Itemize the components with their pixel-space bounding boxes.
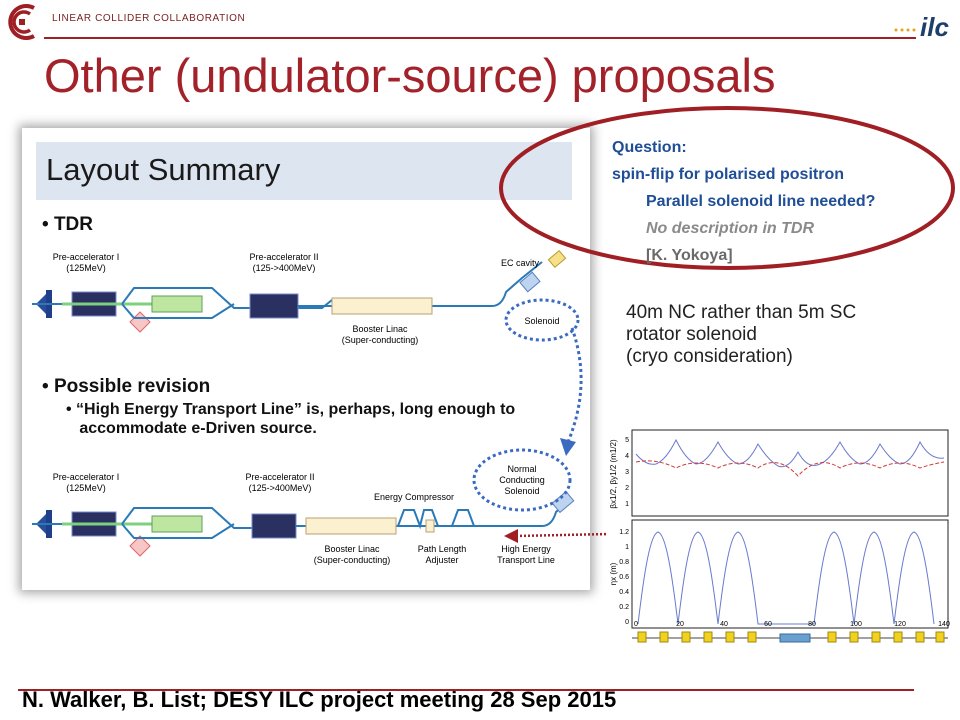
eta-y-tick-label: 0.4: [619, 589, 629, 596]
red-arrow-icon: [504, 529, 611, 543]
sub-bullet-line-1: “High Energy Transport Line” is, perhaps…: [76, 401, 516, 418]
nc-note-line-1: 40m NC rather than 5m SC: [626, 302, 857, 323]
rev-booster-line-2: (Super-conducting): [314, 555, 391, 565]
footer-citation: N. Walker, B. List; DESY ILC project mee…: [22, 687, 617, 712]
rev-hetl-line-2: Transport Line: [497, 555, 555, 565]
ilc-logo-text: ilc: [920, 12, 949, 42]
tdr-layout-diagram: Pre-accelerator I (125MeV) Pre-accelerat…: [32, 249, 580, 345]
eta-y-tick-label: 1: [625, 544, 629, 551]
bullet-revision: • Possible revision: [42, 376, 211, 397]
bullet-tdr: • TDR: [42, 214, 93, 235]
x-tick-label: 40: [720, 621, 728, 628]
organization-name: LINEAR COLLIDER COLLABORATION: [52, 13, 246, 24]
rev-pre2-line-1: Pre-accelerator II: [245, 472, 314, 482]
tdr-pre2-line-2: (125->400MeV): [253, 263, 316, 273]
question-line-4: No description in TDR: [646, 220, 814, 237]
tdr-solenoid: Solenoid: [524, 316, 559, 326]
beta-ylabel: βx1/2, βy1/2 (m1/2): [609, 439, 618, 509]
x-tick-label: 140: [938, 621, 950, 628]
bullet-revision-text: Possible revision: [53, 376, 211, 397]
eta-y-tick-labels: 0 0.2 0.4 0.6 0.8 1 1.2: [619, 529, 629, 626]
tdr-pre2-line-1: Pre-accelerator II: [249, 252, 318, 262]
nc-solenoid-note: 40m NC rather than 5m SC rotator solenoi…: [626, 302, 856, 368]
rev-pre1-line-1: Pre-accelerator I: [53, 472, 120, 482]
bullet-tdr-text: TDR: [53, 214, 93, 235]
header-rule: [44, 37, 916, 39]
page-title: Other (undulator-source) proposals: [44, 49, 776, 102]
x-tick-label: 100: [850, 621, 862, 628]
lc-logo-icon: [8, 4, 35, 40]
beta-y-tick-label: 2: [625, 485, 629, 492]
question-line-1: Question:: [612, 139, 687, 156]
embedded-slide: Layout Summary • TDR • Possible revision…: [22, 128, 590, 590]
ilc-logo-icon: ilc: [894, 12, 949, 42]
beta-y-curve: [635, 460, 945, 477]
x-tick-label: 20: [676, 621, 684, 628]
rev-hetl-line-1: High Energy: [501, 544, 551, 554]
tdr-pre1-line-2: (125MeV): [66, 263, 106, 273]
x-tick-labels: 0 20 40 60 80 100 120 140: [634, 621, 950, 628]
nc-note-line-2: rotator solenoid: [626, 324, 757, 345]
blue-arrow-icon: [560, 327, 583, 456]
tdr-pre1-line-1: Pre-accelerator I: [53, 252, 120, 262]
tdr-booster-line-2: (Super-conducting): [342, 335, 419, 345]
eta-ylabel: ηx (m): [609, 562, 618, 585]
nc-note-line-3: (cryo consideration): [626, 346, 793, 367]
beta-y-tick-label: 4: [625, 453, 629, 460]
revision-layout-diagram: Pre-accelerator I (125MeV) Pre-accelerat…: [32, 448, 575, 565]
question-annotation: Question: spin-flip for polarised positr…: [612, 134, 875, 269]
x-tick-label: 60: [764, 621, 772, 628]
rev-pre1-line-2: (125MeV): [66, 483, 106, 493]
slide-title: Layout Summary: [46, 152, 281, 187]
beta-y-tick-label: 3: [625, 469, 629, 476]
sub-bullet-line-2: accommodate e-Driven source.: [79, 420, 317, 437]
eta-y-tick-label: 0.2: [619, 604, 629, 611]
rev-solenoid-line-1: Normal: [507, 464, 536, 474]
sub-bullet: • “High Energy Transport Line” is, perha…: [66, 401, 516, 437]
rev-pre2-line-2: (125->400MeV): [249, 483, 312, 493]
tdr-booster-line-1: Booster Linac: [352, 324, 408, 334]
question-line-3: Parallel solenoid line needed?: [646, 193, 876, 210]
eta-y-tick-label: 0.8: [619, 559, 629, 566]
rev-path-length-line-2: Adjuster: [425, 555, 458, 565]
beta-y-tick-label: 5: [625, 437, 629, 444]
eta-plot-frame: [631, 519, 949, 629]
rev-solenoid-line-3: Solenoid: [504, 486, 539, 496]
question-line-2: spin-flip for polarised positron: [612, 166, 844, 183]
footer-rule: [18, 689, 914, 691]
tdr-ec-cavity: EC cavity: [501, 258, 540, 268]
rev-energy-compressor: Energy Compressor: [374, 492, 454, 502]
question-line-5: [K. Yokoya]: [646, 247, 733, 264]
rev-solenoid-line-2: Conducting: [499, 475, 545, 485]
x-tick-label: 120: [894, 621, 906, 628]
eta-y-tick-label: 0: [625, 619, 629, 626]
eta-y-tick-label: 1.2: [619, 529, 629, 536]
beta-y-tick-label: 1: [625, 501, 629, 508]
question-highlight-ellipse: [499, 106, 955, 270]
rev-booster-line-1: Booster Linac: [324, 544, 380, 554]
beta-plot-frame: [631, 429, 949, 517]
x-tick-label: 0: [634, 621, 638, 628]
beta-y-tick-labels: 1 2 3 4 5: [625, 437, 629, 508]
x-tick-label: 80: [808, 621, 816, 628]
eta-curve: [637, 531, 935, 625]
beta-x-curve: [635, 438, 945, 468]
rev-path-length-line-1: Path Length: [418, 544, 467, 554]
slide-title-bar: Layout Summary: [36, 142, 572, 200]
eta-y-tick-label: 0.6: [619, 574, 629, 581]
